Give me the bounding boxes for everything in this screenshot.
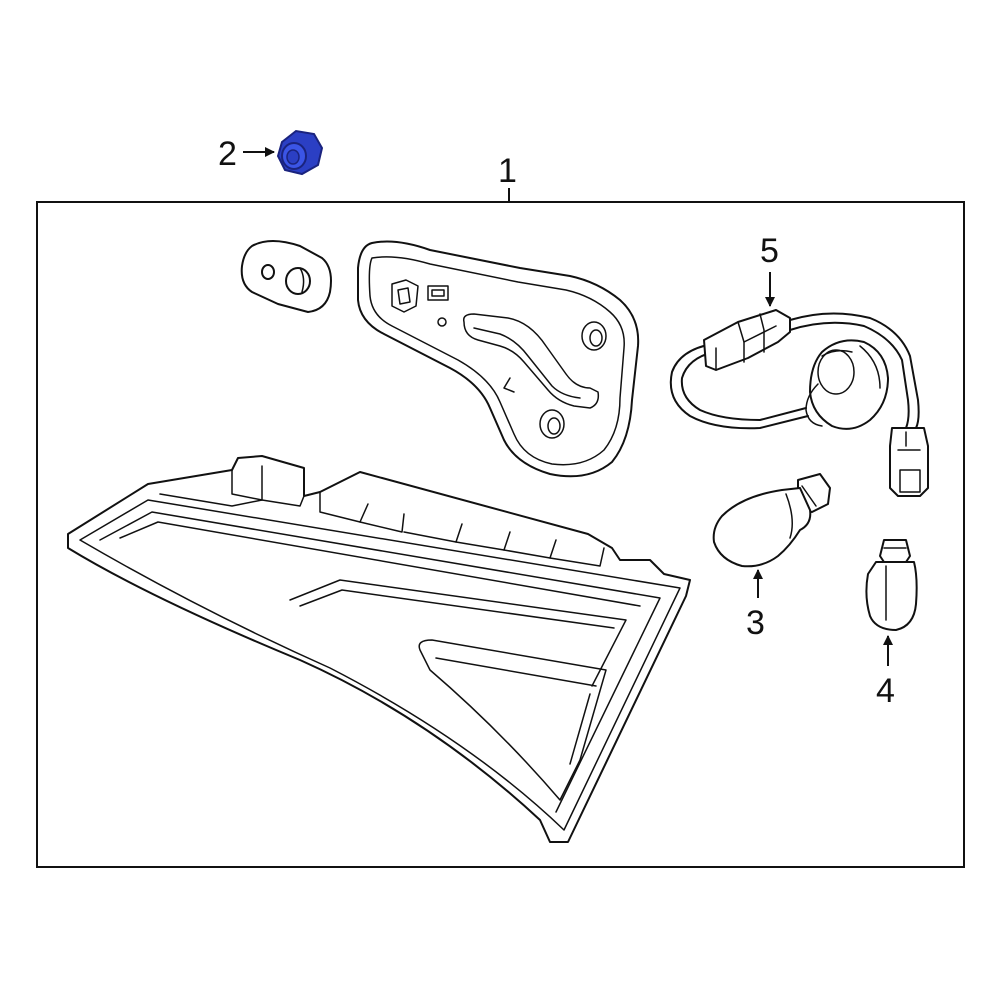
callout-label-5: 5: [760, 232, 779, 270]
callout-3[interactable]: 3: [746, 569, 765, 642]
nut-part-highlighted[interactable]: [276, 129, 324, 176]
assembly-frame: [36, 201, 965, 868]
callout-label-2: 2: [218, 135, 237, 173]
callout-5[interactable]: 5: [760, 232, 779, 307]
large-bulb-part: [712, 473, 831, 568]
small-bulb-part: [865, 539, 918, 631]
callout-4[interactable]: 4: [876, 635, 895, 710]
bracket-plate-part: [357, 240, 640, 478]
tail-lamp-housing-part: [67, 455, 691, 843]
callout-2[interactable]: 2: [218, 135, 275, 173]
gasket-part: [240, 240, 332, 313]
callout-1[interactable]: 1: [498, 152, 517, 202]
socket-harness-part: [669, 309, 929, 497]
callout-label-3: 3: [746, 604, 765, 642]
callout-label-4: 4: [876, 672, 895, 710]
callout-label-1: 1: [498, 152, 517, 190]
